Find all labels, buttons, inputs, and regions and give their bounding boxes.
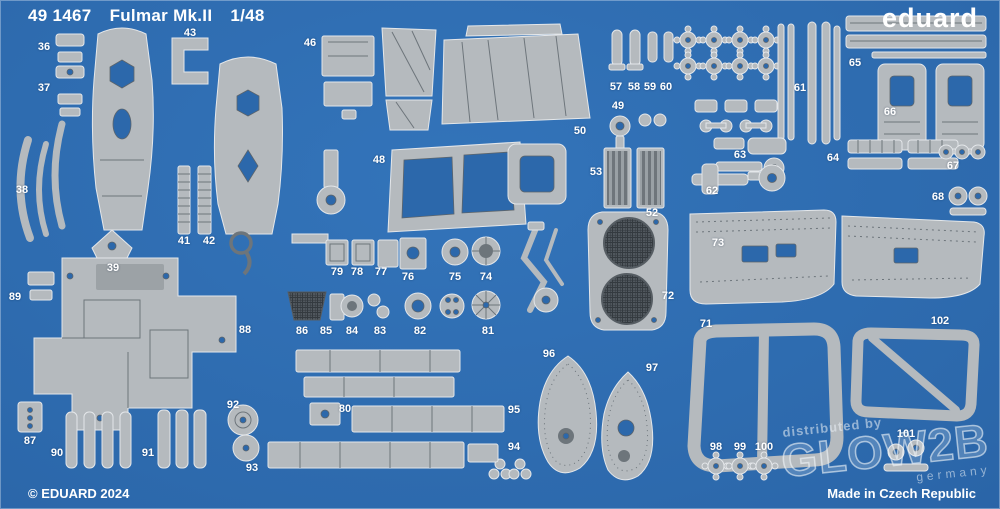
copyright: © EDUARD 2024 <box>28 486 130 501</box>
parts-mid-left <box>85 149 346 276</box>
parts-top-left <box>16 27 283 301</box>
parts-bottom-middle <box>227 349 505 469</box>
parts-top-middle <box>608 21 841 151</box>
parts-frame-48 <box>387 141 567 233</box>
parts-top-right <box>845 15 988 216</box>
made-in: Made in Czech Republic <box>827 486 976 501</box>
parts-bottom-right-frames <box>687 322 980 481</box>
catalog-number: 49 1467 <box>28 6 92 25</box>
parts-bottom-left <box>17 257 237 469</box>
parts-mesh-plate <box>587 211 669 331</box>
header: 49 1467 Fulmar Mk.II 1/48 <box>28 6 265 26</box>
parts-gauge-row <box>287 290 501 321</box>
eduard-logo: eduard <box>881 3 978 33</box>
parts-canopies <box>321 23 591 131</box>
parts-teardrops <box>488 355 654 481</box>
parts-wing-panels <box>689 209 985 305</box>
parts-radiators <box>603 137 787 209</box>
product-title: Fulmar Mk.II <box>109 6 213 25</box>
scale: 1/48 <box>230 6 265 25</box>
